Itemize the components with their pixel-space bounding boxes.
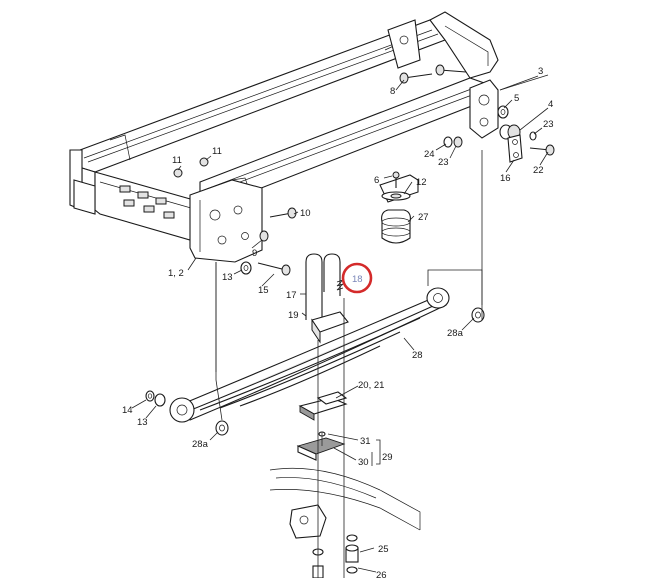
highlight-marker[interactable] (341, 262, 373, 294)
label-26: 26 (376, 570, 387, 578)
chassis-frame (69, 11, 499, 263)
bolt-8 (399, 72, 433, 84)
label-16: 16 (500, 173, 511, 184)
label-25: 25 (378, 544, 389, 555)
bolt-15 (257, 262, 291, 276)
washer-13a (240, 261, 252, 275)
assembly-lines (215, 74, 549, 578)
label-4: 4 (548, 99, 553, 110)
label-13b: 13 (137, 417, 148, 428)
bolt-9 (259, 230, 269, 242)
label-10: 10 (300, 208, 311, 219)
label-29: 29 (382, 452, 393, 463)
label-31: 31 (360, 436, 371, 447)
washer-13b (154, 393, 166, 407)
nut-24-23 (443, 136, 463, 148)
bolt-11a (173, 168, 183, 178)
label-23b: 23 (438, 157, 449, 168)
bushing-28a-front (215, 420, 229, 436)
label-20-21: 20, 21 (358, 380, 384, 391)
bolt-8b (435, 64, 467, 76)
ubolt-plate (298, 391, 348, 421)
label-30: 30 (358, 457, 369, 468)
label-8: 8 (390, 86, 395, 97)
label-13a: 13 (222, 272, 233, 283)
label-12: 12 (416, 177, 427, 188)
label-24: 24 (424, 149, 435, 160)
axle-housing (269, 467, 421, 578)
label-11a: 11 (172, 155, 182, 166)
label-9: 9 (252, 248, 257, 259)
bolt-22 (529, 144, 555, 156)
label-15: 15 (258, 285, 269, 296)
u-bolts (305, 253, 344, 320)
label-23a: 23 (543, 119, 554, 130)
nut-5 (497, 105, 509, 119)
label-28: 28 (412, 350, 423, 361)
bumpstop-assembly (381, 171, 411, 244)
part-labels: 3 5 4 8 23 22 16 24 23 11 11 6 12 27 10 … (122, 66, 554, 578)
label-14: 14 (122, 405, 133, 416)
label-5: 5 (514, 93, 519, 104)
label-17: 17 (286, 290, 297, 301)
bushing-25-26 (345, 534, 359, 574)
highlight-circle[interactable] (341, 262, 373, 294)
label-1-2: 1, 2 (168, 268, 184, 279)
label-27: 27 (418, 212, 429, 223)
bushing-28a-rear (471, 307, 485, 323)
leader-lines (131, 75, 549, 573)
shackle-16 (507, 134, 523, 163)
nut-14 (145, 390, 155, 402)
bolt-10 (269, 207, 297, 219)
label-28a-front: 28a (192, 439, 209, 450)
label-19: 19 (288, 310, 299, 321)
label-22: 22 (533, 165, 544, 176)
bracket-29 (376, 439, 381, 465)
label-6: 6 (374, 175, 379, 186)
label-18-highlighted[interactable]: 18 (352, 274, 363, 285)
leaf-spring (169, 287, 450, 423)
label-11b: 11 (212, 146, 222, 157)
label-28a-rear: 28a (447, 328, 464, 339)
label-3: 3 (538, 66, 543, 77)
